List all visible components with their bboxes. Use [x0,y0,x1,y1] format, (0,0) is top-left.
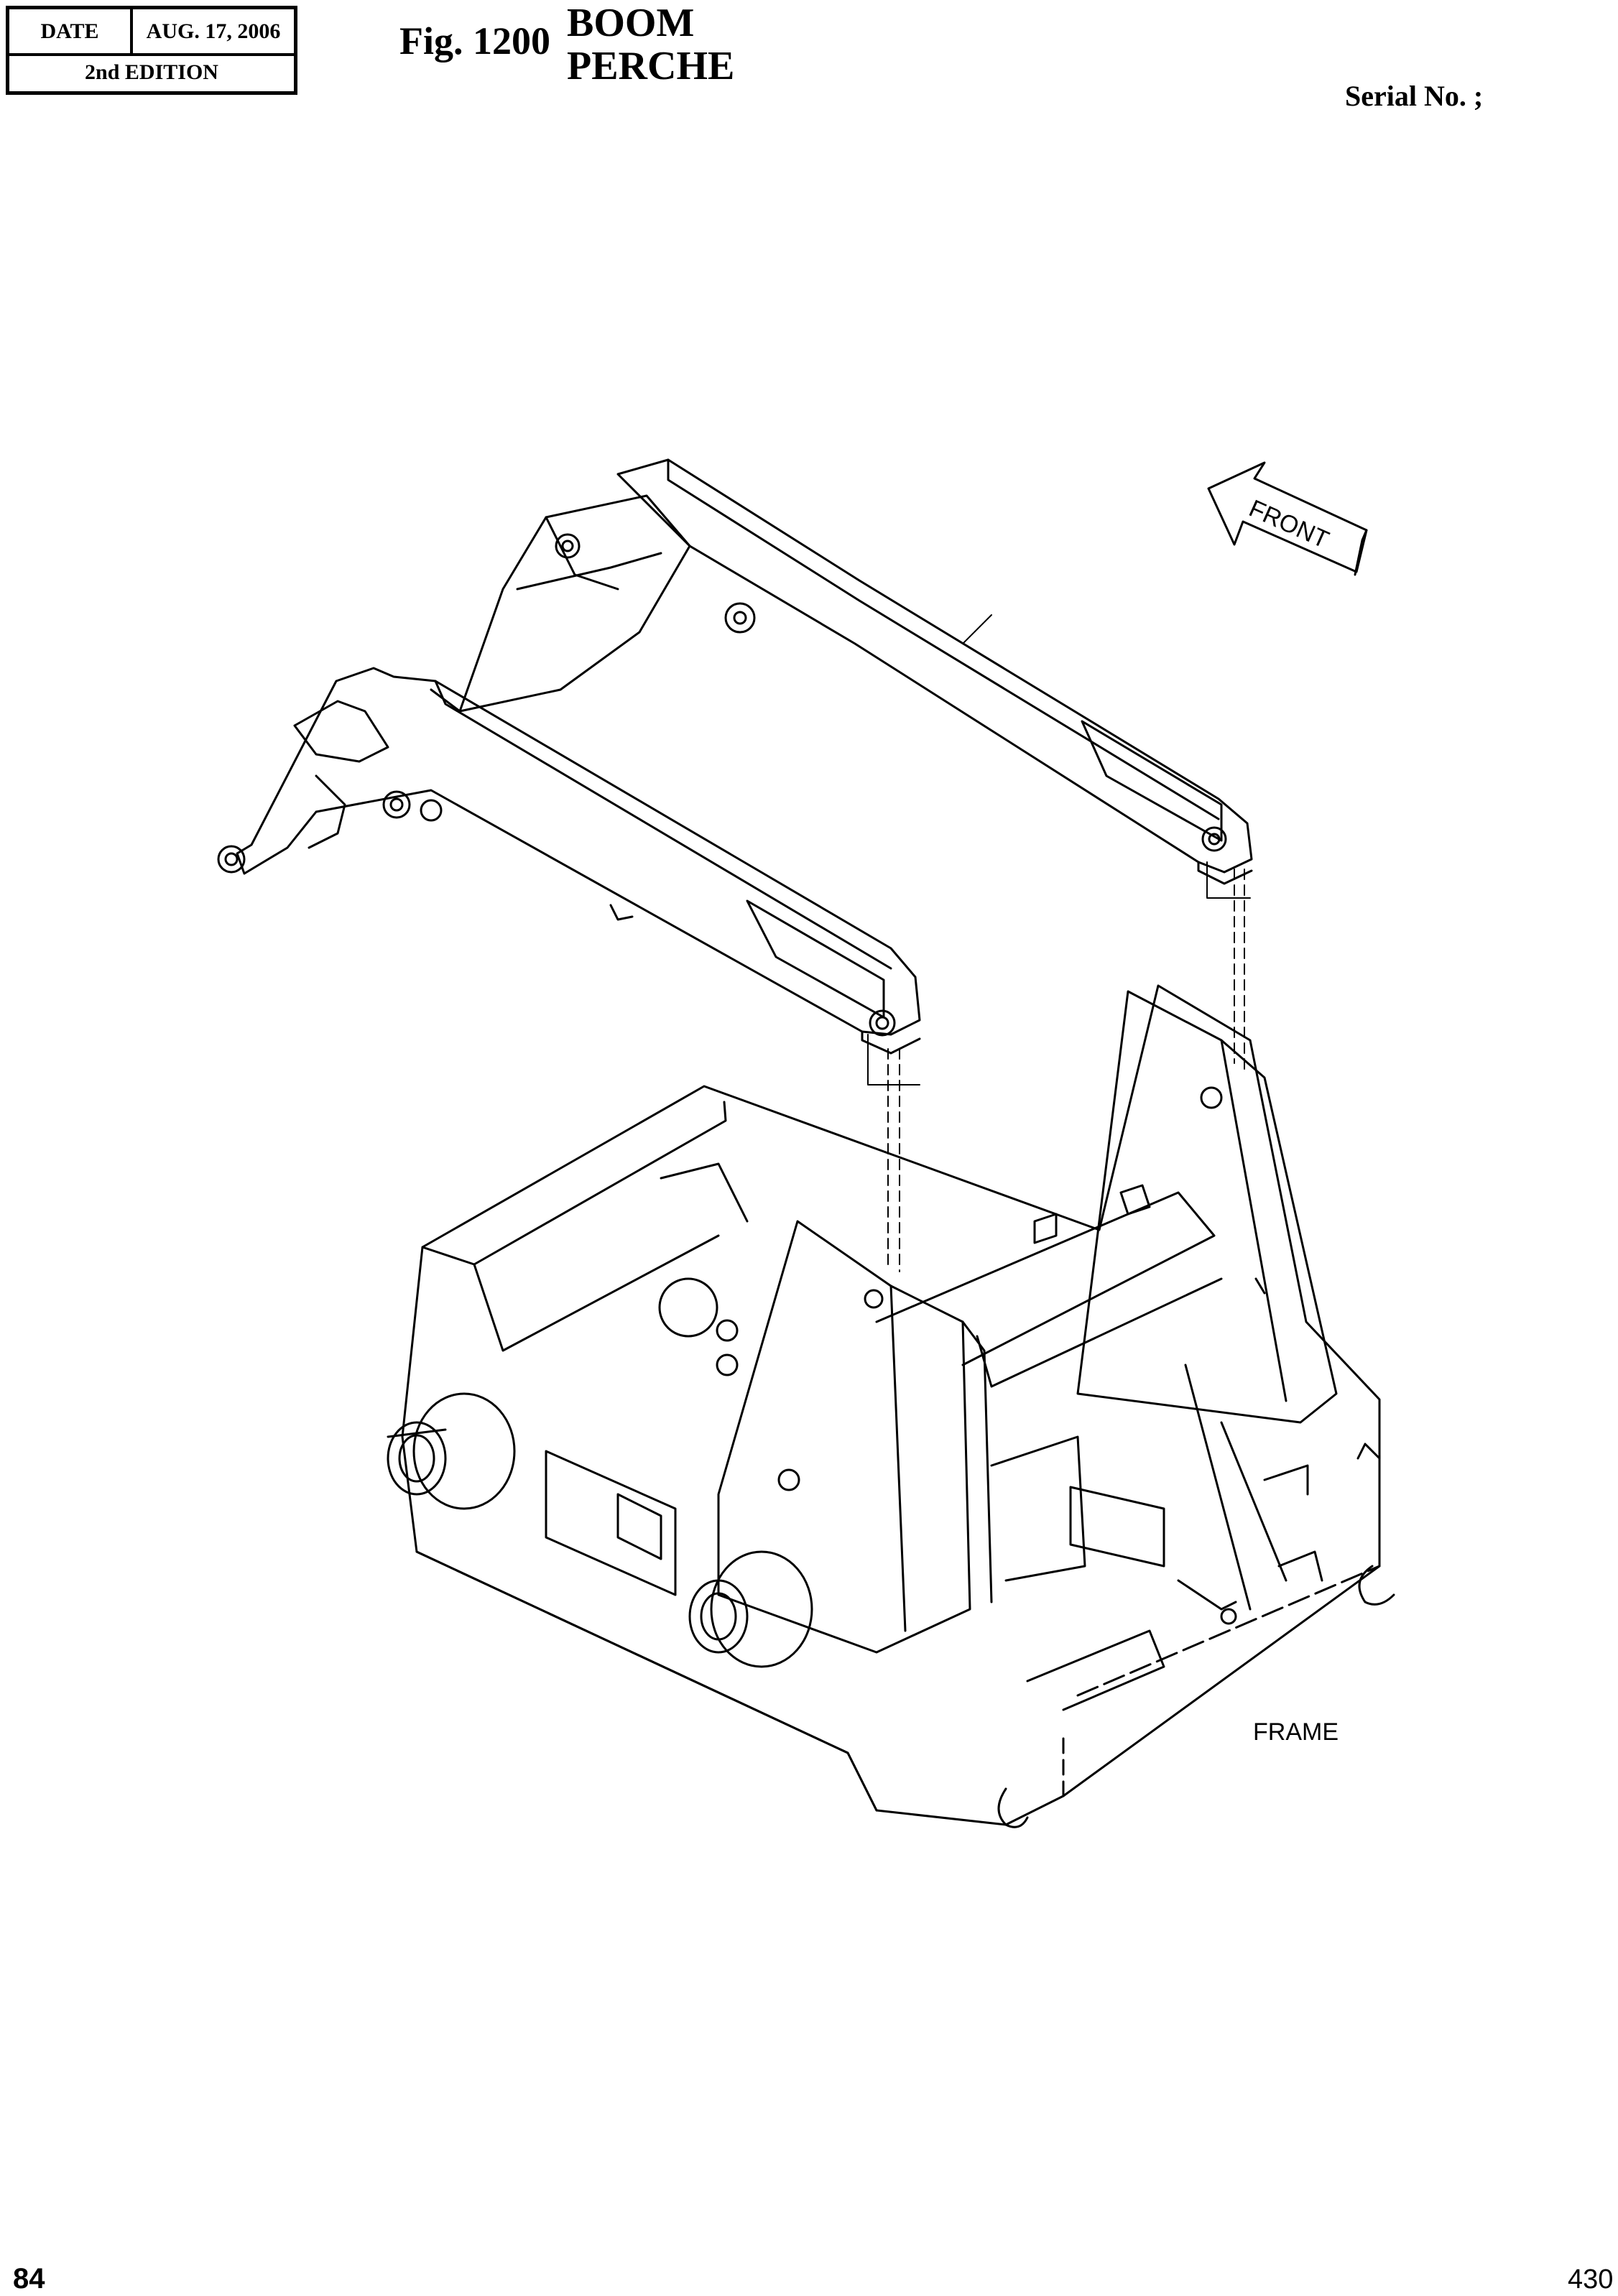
figure-number: Fig. 1200 [399,19,550,63]
frame-assembly: FRAME [387,984,1395,1828]
serial-number-label: Serial No. ; [1345,80,1484,112]
edition-label: 2nd EDITION [85,60,218,84]
date-label: DATE [9,9,133,53]
front-label: FRONT [1245,495,1333,554]
boom-assembly [217,458,1253,1055]
edition-row: 2nd EDITION [9,53,294,92]
frame-label: FRAME [1253,1718,1339,1746]
title-french: PERCHE [567,44,735,88]
page-number-right: 430 [1568,2264,1614,2295]
date-value: AUG. 17, 2006 [146,19,281,43]
page-number-left: 84 [13,2263,45,2295]
front-arrow-icon: FRONT [1207,461,1368,576]
header-info-box: DATE AUG. 17, 2006 2nd EDITION [6,6,297,95]
title-english: BOOM [567,1,695,45]
date-row: DATE AUG. 17, 2006 [9,9,294,56]
